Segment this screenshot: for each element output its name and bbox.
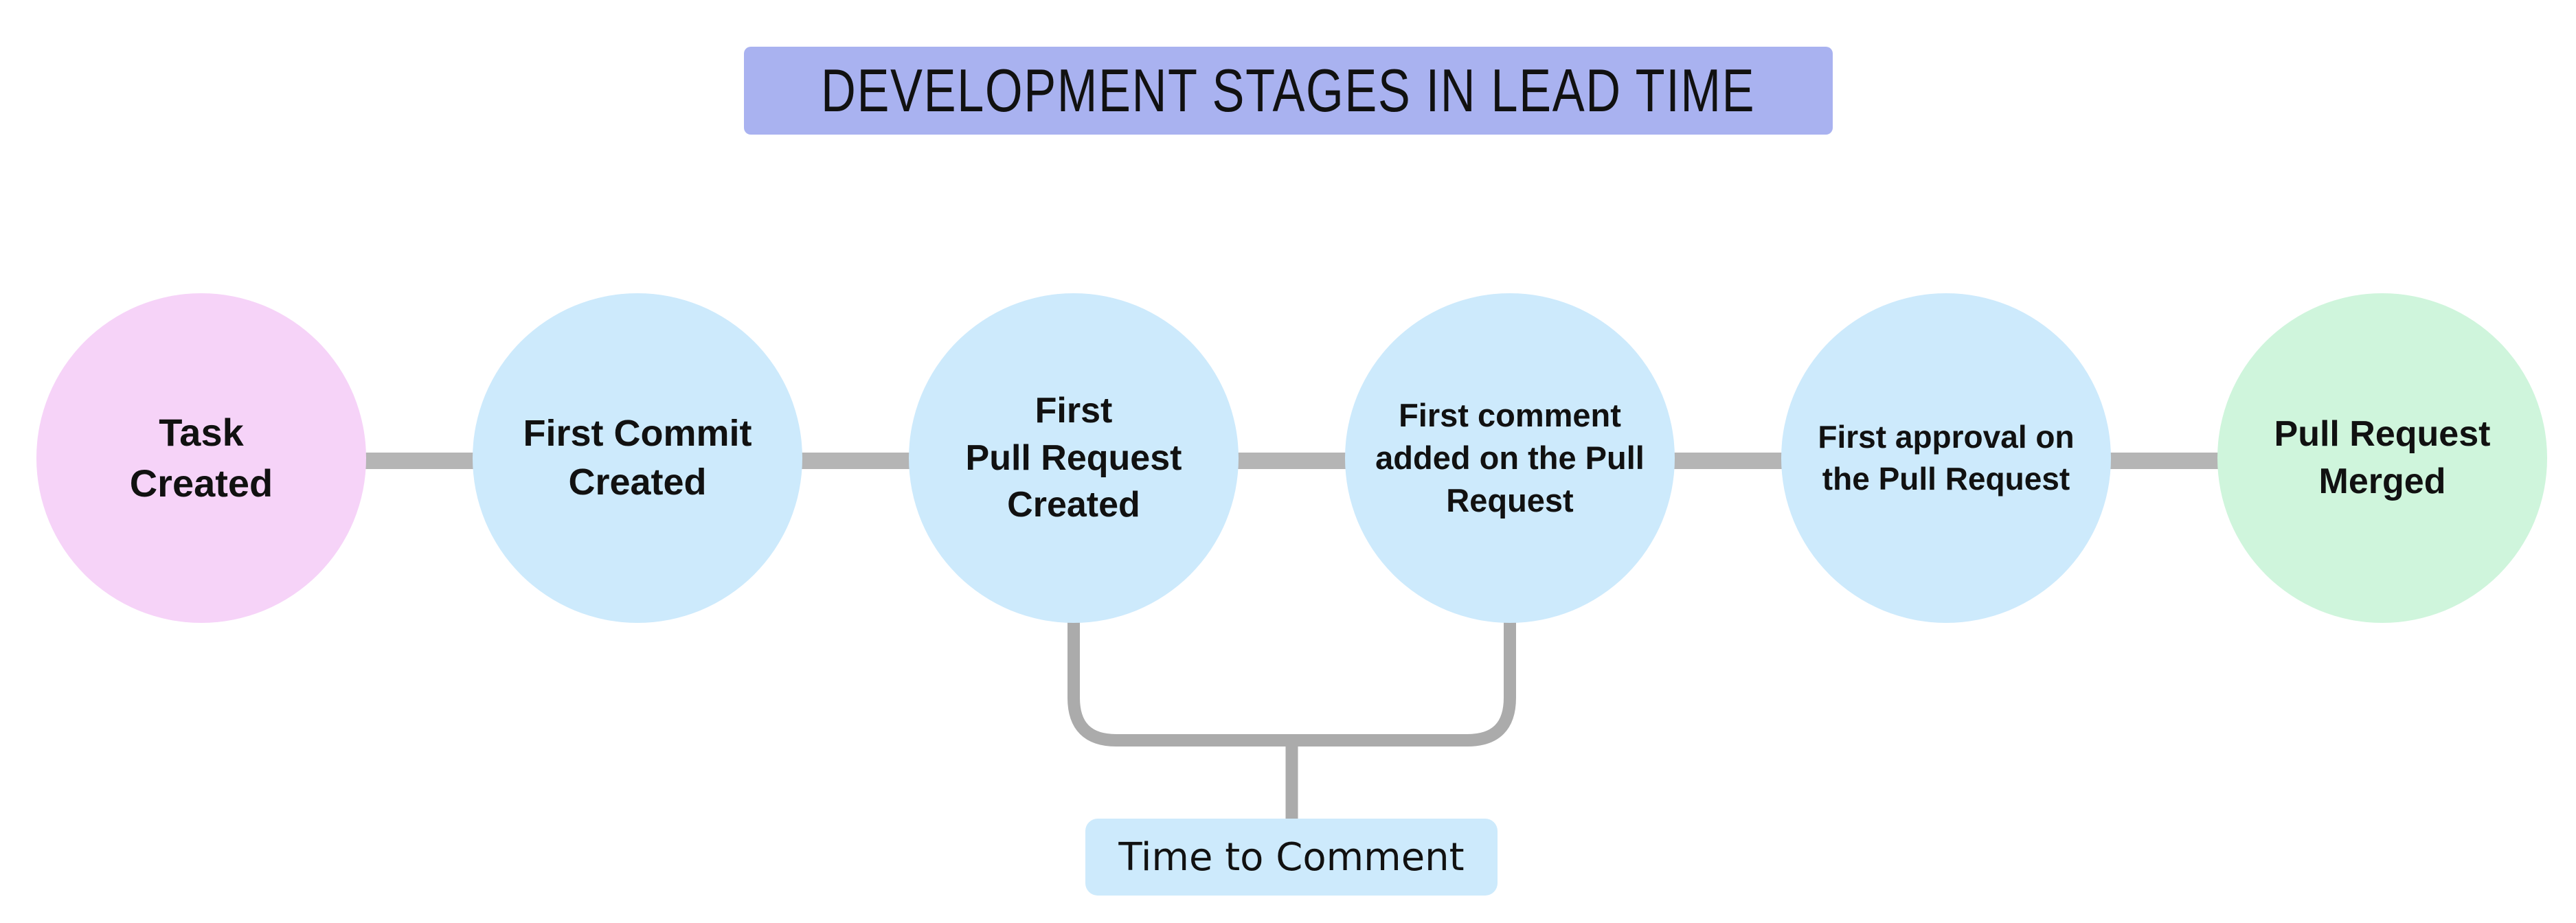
stage-node-first-comment-added: First comment added on the Pull Request	[1345, 293, 1675, 623]
stage-label-line: Pull Request	[965, 437, 1182, 478]
stage-node-task-created: Task Created	[36, 293, 366, 623]
stage-label-line: Task	[159, 411, 244, 455]
bracket-curve	[1067, 619, 1516, 747]
stage-node-first-commit-created: First Commit Created	[473, 293, 802, 623]
stage-label-line: Pull Request	[2274, 414, 2491, 455]
stage-node-pull-request-merged: Pull Request Merged	[2217, 293, 2547, 623]
stage-label-line: Created	[1007, 485, 1140, 525]
stage-label-line: First comment	[1399, 396, 1621, 433]
stage-label-line: Created	[129, 461, 273, 505]
time-to-comment-label: Time to Comment	[1085, 819, 1498, 896]
stage-label-line: First	[1035, 391, 1113, 431]
annotation-text: Time to Comment	[1118, 834, 1465, 880]
title-banner: DEVELOPMENT STAGES IN LEAD TIME	[744, 47, 1833, 135]
stage-label-line: First approval on	[1818, 419, 2075, 455]
stage-node-first-pull-request-created: First Pull Request Created	[909, 293, 1239, 623]
stage-label-line: Merged	[2318, 461, 2446, 501]
stage-label-line: the Pull Request	[1822, 461, 2070, 497]
stage-label-line: First Commit	[523, 412, 752, 454]
stage-label-line: Request	[1446, 482, 1574, 519]
stage-node-first-approval: First approval on the Pull Request	[1781, 293, 2111, 623]
stage-label-line: added on the Pull	[1375, 439, 1645, 476]
page-title: DEVELOPMENT STAGES IN LEAD TIME	[821, 56, 1756, 124]
stage-label-line: Created	[568, 461, 707, 503]
